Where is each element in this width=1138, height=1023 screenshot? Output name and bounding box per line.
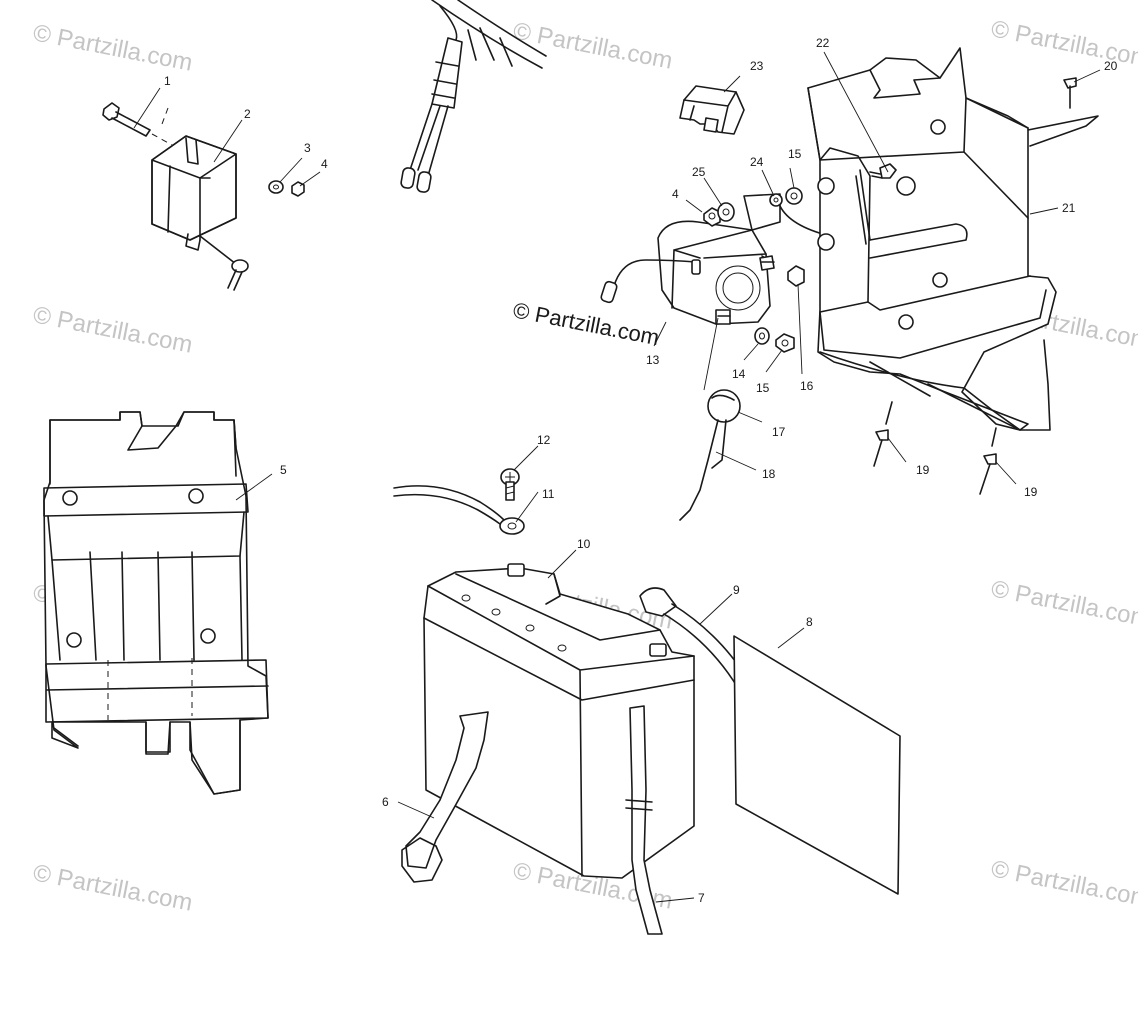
part-6-strap xyxy=(401,711,489,883)
callout-24: 24 xyxy=(750,155,764,169)
callout-5: 5 xyxy=(280,463,287,477)
part-8-pad xyxy=(733,635,901,895)
callout-13: 13 xyxy=(646,353,660,367)
part-11-cable-ring xyxy=(393,485,525,535)
part-15-washer-top xyxy=(785,187,803,205)
callout-9: 9 xyxy=(733,583,740,597)
callout-15: 15 xyxy=(756,381,770,395)
part-2-regulator xyxy=(151,135,249,291)
callout-19: 19 xyxy=(916,463,930,477)
callout-7: 7 xyxy=(698,891,705,905)
callout-6: 6 xyxy=(382,795,389,809)
watermark: © Partzilla.com xyxy=(989,575,1138,632)
callout-1: 1 xyxy=(164,74,171,88)
callout-18: 18 xyxy=(762,467,776,481)
callout-10: 10 xyxy=(577,537,591,551)
callout-4: 4 xyxy=(672,187,679,201)
callout-22: 22 xyxy=(816,36,830,50)
watermark: © Partzilla.com xyxy=(31,859,195,916)
part-19-pushpin-right xyxy=(979,427,997,495)
watermark: © Partzilla.com xyxy=(31,301,195,358)
part-13-solenoid xyxy=(600,193,781,325)
part-4-nut-solenoid xyxy=(703,207,721,227)
part-22-screw xyxy=(869,163,897,179)
part-14-washer xyxy=(754,327,770,345)
part-21-bracket xyxy=(807,47,1099,431)
callout-15: 15 xyxy=(788,147,802,161)
wire-harness xyxy=(400,0,547,193)
part-16-nut xyxy=(787,265,805,287)
part-19-pushpin-left xyxy=(873,401,893,467)
part-18-cable xyxy=(679,317,727,521)
callout-8: 8 xyxy=(806,615,813,629)
part-15-washer-bottom xyxy=(775,333,795,353)
callout-16: 16 xyxy=(800,379,814,393)
callout-17: 17 xyxy=(772,425,786,439)
callout-14: 14 xyxy=(732,367,746,381)
part-17-boot xyxy=(707,389,741,423)
callout-23: 23 xyxy=(750,59,764,73)
part-20-pushpin xyxy=(1063,77,1077,109)
part-3-washer xyxy=(268,180,284,194)
part-12-screw xyxy=(500,468,520,501)
watermark: © Partzilla.com xyxy=(511,17,675,74)
callout-25: 25 xyxy=(692,165,706,179)
watermark: © Partzilla.com xyxy=(989,855,1138,912)
part-7-cable xyxy=(625,705,663,935)
callout-2: 2 xyxy=(244,107,251,121)
main-watermark: © Partzilla.com xyxy=(511,297,661,350)
part-5-battery-box xyxy=(43,411,269,795)
callout-20: 20 xyxy=(1104,59,1118,73)
callout-4: 4 xyxy=(321,157,328,171)
callout-numbers: 1 2 3 4 23 22 20 21 15 24 25 4 13 14 15 … xyxy=(164,36,1118,905)
callout-19: 19 xyxy=(1024,485,1038,499)
part-23-terminal-cover xyxy=(679,85,745,135)
callout-21: 21 xyxy=(1062,201,1076,215)
callout-11: 11 xyxy=(542,487,555,501)
callout-3: 3 xyxy=(304,141,311,155)
part-25-washer xyxy=(717,202,735,222)
leader-lines xyxy=(133,51,1101,903)
watermark: © Partzilla.com xyxy=(31,19,195,76)
callout-12: 12 xyxy=(537,433,551,447)
